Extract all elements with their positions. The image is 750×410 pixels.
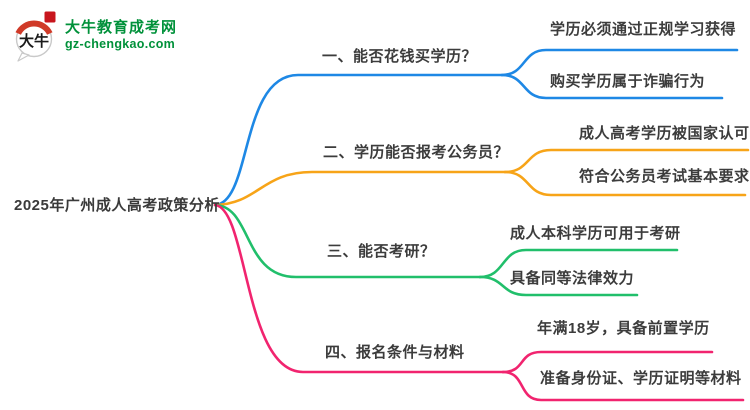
- site-logo: 大牛 大牛教育成考网 gz-chengkao.com: [12, 8, 177, 62]
- site-name: 大牛教育成考网: [65, 19, 178, 36]
- branch-4-child-2-line: [501, 370, 745, 402]
- branch-1-child-1-line: [500, 48, 739, 77]
- branch-2-child-1-line: [503, 148, 750, 174]
- branch-4-child-1-node: 年满18岁，具备前置学历: [537, 320, 710, 337]
- branch-4-trunk-line: [213, 203, 505, 374]
- branch-2-trunk-line: [213, 170, 507, 207]
- site-domain: gz-chengkao.com: [65, 37, 176, 51]
- branch-4-child-2-node: 准备身份证、学历证明等材料: [540, 370, 742, 387]
- branch-2-child-2-node: 符合公务员考试基本要求: [579, 168, 750, 185]
- branch-3-node: 三、能否考研？: [327, 243, 436, 260]
- branch-3-trunk-line: [213, 203, 482, 279]
- branch-2-child-2-line: [503, 170, 747, 197]
- branch-1-node: 一、能否花钱买学历？: [322, 48, 478, 65]
- logo-calligraphy-text: 大牛: [19, 32, 49, 50]
- branch-1-child-2-line: [500, 73, 724, 100]
- branch-3-child-2-line: [478, 275, 639, 297]
- branch-2-child-1-node: 成人高考学历被国家认可: [579, 125, 750, 142]
- branch-3-child-1-line: [478, 248, 679, 279]
- branch-1-child-1-node: 学历必须通过正规学习获得: [550, 21, 737, 38]
- branch-4-node: 四、报名条件与材料: [325, 344, 465, 361]
- branch-2-node: 二、学历能否报考公务员？: [323, 144, 510, 161]
- branch-1-child-2-node: 购买学历属于诈骗行为: [550, 73, 706, 90]
- branch-4-child-1-line: [501, 350, 714, 374]
- daniu-cow-seal-icon: 大牛: [15, 11, 56, 62]
- branch-3-child-2-node: 具备同等法律效力: [510, 270, 635, 287]
- branch-3-child-1-node: 成人本科学历可用于考研: [510, 225, 681, 242]
- branch-1-trunk-line: [213, 73, 504, 207]
- root-node: 2025年广州成人高考政策分析: [14, 197, 220, 214]
